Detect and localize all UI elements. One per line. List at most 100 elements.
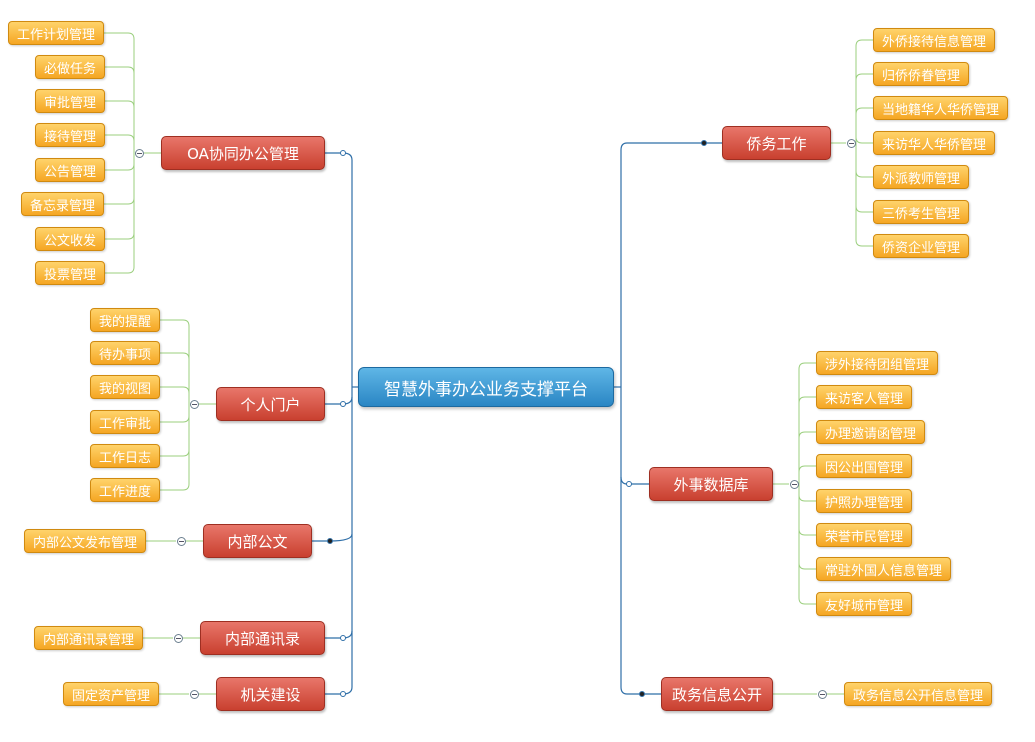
leaf-node[interactable]: 政务信息公开信息管理	[844, 682, 993, 706]
connector-line	[160, 483, 190, 491]
leaf-node-label: 当地籍华人华侨管理	[882, 102, 1000, 118]
connector-line	[325, 396, 353, 405]
leaf-node[interactable]: 因公出国管理	[816, 454, 913, 478]
leaf-node-label: 公文收发	[44, 233, 97, 249]
branch-node[interactable]: 机关建设	[216, 677, 325, 711]
connector-dot	[327, 538, 333, 544]
connector-dot	[639, 691, 645, 697]
leaf-node-label: 备忘录管理	[30, 198, 96, 214]
collapse-toggle[interactable]	[789, 479, 799, 489]
leaf-node[interactable]: 接待管理	[35, 123, 106, 147]
leaf-node[interactable]: 工作计划管理	[8, 21, 105, 45]
connector-line	[105, 163, 135, 171]
connector-line	[620, 476, 649, 485]
leaf-node[interactable]: 公告管理	[35, 158, 106, 182]
leaf-node-label: 办理邀请函管理	[825, 426, 917, 442]
branch-node[interactable]: 政务信息公开	[661, 677, 773, 711]
leaf-node[interactable]: 内部通讯录管理	[34, 626, 144, 650]
leaf-node[interactable]: 工作审批	[90, 410, 161, 434]
leaf-node-label: 待办事项	[99, 347, 152, 363]
leaf-node-label: 工作计划管理	[17, 27, 96, 43]
leaf-node-label: 工作日志	[99, 450, 152, 466]
collapse-toggle[interactable]	[189, 399, 199, 409]
collapse-toggle[interactable]	[176, 536, 186, 546]
connector-line	[160, 319, 190, 327]
leaf-node[interactable]: 常驻外国人信息管理	[816, 557, 952, 581]
branch-node[interactable]: 外事数据库	[649, 467, 773, 501]
root-label: 智慧外事办公业务支撑平台	[384, 379, 588, 400]
collapse-toggle[interactable]	[173, 633, 183, 643]
connector-line	[798, 431, 816, 439]
leaf-node-label: 我的提醒	[99, 314, 152, 330]
connector-line	[325, 152, 353, 161]
leaf-node[interactable]: 归侨侨眷管理	[873, 62, 970, 86]
leaf-node[interactable]: 必做任务	[35, 55, 106, 79]
leaf-node[interactable]: 工作进度	[90, 478, 161, 502]
collapse-toggle[interactable]	[817, 689, 827, 699]
branch-node-label: 内部通讯录	[224, 629, 300, 648]
leaf-node[interactable]: 当地籍华人华侨管理	[873, 96, 1009, 120]
connector-line	[104, 32, 135, 40]
leaf-node[interactable]: 投票管理	[35, 261, 106, 285]
leaf-node-label: 接待管理	[44, 129, 97, 145]
leaf-node-label: 必做任务	[44, 61, 97, 77]
connector-dot	[340, 635, 346, 641]
connector-line	[620, 142, 722, 151]
leaf-node[interactable]: 备忘录管理	[21, 192, 105, 216]
leaf-node[interactable]: 外侨接待信息管理	[873, 28, 996, 52]
branch-node-label: 机关建设	[240, 685, 301, 704]
leaf-node[interactable]: 办理邀请函管理	[816, 420, 926, 444]
leaf-node-label: 我的视图	[99, 381, 152, 397]
leaf-node-label: 侨资企业管理	[882, 240, 961, 256]
root-node[interactable]: 智慧外事办公业务支撑平台	[358, 367, 614, 407]
leaf-node-label: 友好城市管理	[825, 598, 904, 614]
leaf-node[interactable]: 来访华人华侨管理	[873, 131, 996, 155]
connector-line	[855, 136, 873, 144]
collapse-toggle[interactable]	[846, 138, 856, 148]
branch-node[interactable]: OA协同办公管理	[161, 136, 325, 170]
leaf-node[interactable]: 荣誉市民管理	[816, 523, 913, 547]
connector-dot	[701, 140, 707, 146]
branch-node-label: 外事数据库	[673, 475, 749, 494]
connector-line	[160, 386, 190, 394]
branch-node[interactable]: 内部通讯录	[200, 621, 325, 655]
branch-node[interactable]: 内部公文	[203, 524, 312, 558]
leaf-node-label: 审批管理	[44, 95, 97, 111]
branch-node[interactable]: 侨务工作	[722, 126, 831, 160]
leaf-node[interactable]: 侨资企业管理	[873, 234, 970, 258]
leaf-node[interactable]: 来访客人管理	[816, 385, 913, 409]
leaf-node-label: 外侨接待信息管理	[882, 34, 987, 50]
leaf-node-label: 护照办理管理	[825, 495, 904, 511]
leaf-node[interactable]: 公文收发	[35, 227, 106, 251]
branch-node[interactable]: 个人门户	[216, 387, 325, 421]
branch-node-label: OA协同办公管理	[187, 144, 299, 163]
leaf-node[interactable]: 固定资产管理	[63, 682, 160, 706]
leaf-node[interactable]: 友好城市管理	[816, 592, 913, 616]
connector-line	[160, 415, 190, 423]
leaf-node[interactable]: 工作日志	[90, 444, 161, 468]
leaf-node[interactable]: 审批管理	[35, 89, 106, 113]
connector-dot	[340, 401, 346, 407]
leaf-node-label: 荣誉市民管理	[825, 529, 904, 545]
leaf-node[interactable]: 护照办理管理	[816, 489, 913, 513]
collapse-toggle[interactable]	[189, 689, 199, 699]
connector-line	[798, 597, 816, 605]
leaf-node[interactable]: 我的提醒	[90, 308, 161, 332]
leaf-node[interactable]: 外派教师管理	[873, 165, 970, 189]
leaf-node[interactable]: 我的视图	[90, 375, 161, 399]
leaf-node[interactable]: 内部公文发布管理	[24, 529, 147, 553]
connector-line	[798, 396, 816, 404]
connector-line	[798, 562, 816, 570]
leaf-node-label: 固定资产管理	[72, 688, 151, 704]
connector-line	[620, 686, 661, 695]
leaf-node[interactable]: 三侨考生管理	[873, 200, 970, 224]
connector-line	[855, 39, 873, 47]
connector-line	[798, 528, 816, 536]
collapse-toggle[interactable]	[134, 148, 144, 158]
leaf-node[interactable]: 待办事项	[90, 341, 161, 365]
leaf-node-label: 常驻外国人信息管理	[825, 563, 943, 579]
leaf-node[interactable]: 涉外接待团组管理	[816, 351, 939, 375]
connector-line	[105, 134, 135, 142]
leaf-node-label: 三侨考生管理	[882, 206, 961, 222]
leaf-node-label: 工作审批	[99, 416, 152, 432]
